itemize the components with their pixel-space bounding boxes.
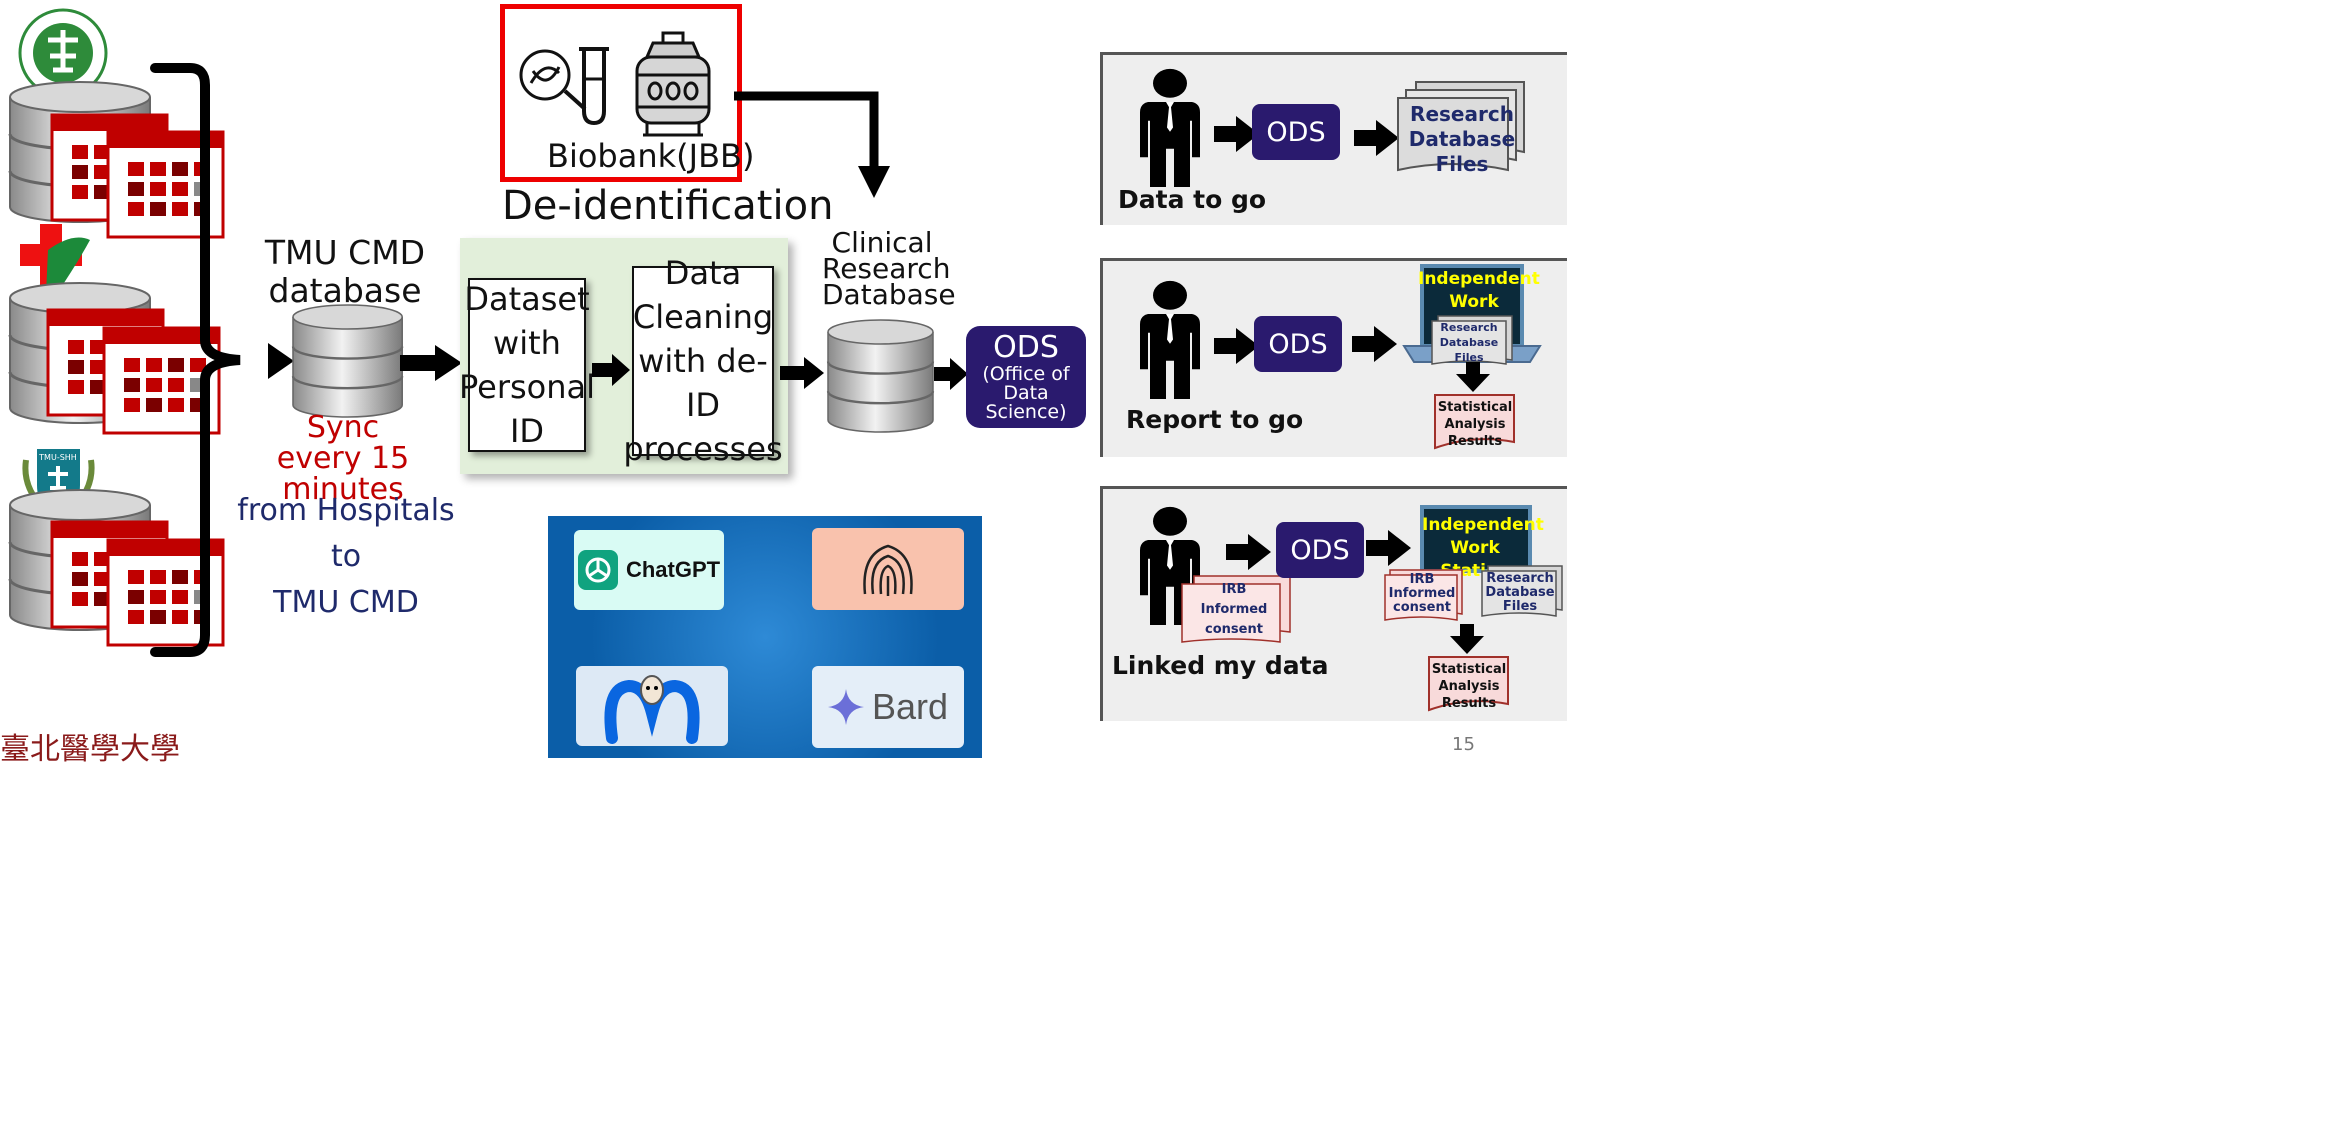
meta-llama-tile (576, 666, 728, 746)
wanfang-hospital-logo (20, 224, 90, 294)
arrow-icon (592, 354, 630, 386)
results-doc-icon (1434, 394, 1515, 450)
panel-caption: Linked my data (1112, 651, 1329, 680)
bard-tile: Bard (812, 666, 964, 748)
meta-logo-icon (604, 675, 700, 744)
arrow-icon (934, 358, 968, 390)
grouping-brace (150, 63, 241, 657)
arrow-icon (1354, 120, 1399, 156)
arrow-icon (268, 343, 294, 379)
ods-box: ODS (1254, 316, 1342, 372)
arrow-icon (780, 357, 824, 389)
sync-note: Sync every 15 minutes (276, 410, 410, 507)
chatgpt-label: ChatGPT (625, 557, 721, 582)
page-number: 15 (1452, 734, 1475, 755)
openai-icon (577, 550, 618, 590)
logo-text: TMU-SHH (38, 453, 77, 462)
files-stack-icon (1397, 81, 1525, 172)
ai-tools-panel: ChatGPT Bard (548, 516, 982, 758)
arrow-icon (1366, 530, 1411, 566)
university-logo: 臺北醫學大學 (0, 724, 180, 768)
person-icon (1140, 280, 1200, 399)
biobank-label: Biobank(JBB) (547, 137, 755, 175)
files-stack-icon (1481, 565, 1563, 617)
person-icon (1140, 68, 1200, 187)
irb-doc-icon (1181, 575, 1291, 643)
arrow-icon (734, 91, 890, 198)
cmd-database-icon (291, 303, 404, 419)
cryo-tank-icon (635, 31, 711, 137)
files-stack-icon (1431, 315, 1513, 365)
university-name: 臺北醫學大學 (0, 732, 180, 767)
bard-label: Bard (871, 686, 949, 727)
workstation-icon (1420, 505, 1532, 573)
panel-caption: Report to go (1126, 405, 1304, 434)
biobank-box: Biobank(JBB) (500, 4, 754, 182)
chatgpt-tile: ChatGPT (574, 530, 724, 610)
clinical-database-icon (826, 318, 935, 434)
results-doc-icon (1428, 656, 1509, 712)
panel-caption: Data to go (1118, 185, 1267, 214)
arrow-icon (1226, 534, 1271, 570)
fingerprint-icon (863, 544, 913, 596)
arrow-down-icon (1456, 362, 1490, 392)
cmd-title: TMU CMD database (264, 233, 426, 310)
fingerprint-tile (812, 528, 964, 610)
arrow-icon (400, 345, 462, 381)
bard-spark-icon (827, 689, 864, 725)
ods-box: ODS (1276, 522, 1364, 578)
arrow-icon (1352, 326, 1397, 362)
ods-box: ODS (1252, 104, 1340, 160)
arrow-down-icon (1450, 624, 1484, 654)
deid-heading: De-identification (502, 183, 834, 229)
tmu-hospital-logo: 1978 (18, 8, 108, 98)
irb-doc-icon (1384, 569, 1463, 621)
dna-test-tube-icon (519, 47, 609, 126)
from-hospitals-note: from Hospitals to TMU CMD (237, 493, 455, 620)
ods-main-box: ODS (Office of Data Science) (966, 326, 1086, 428)
